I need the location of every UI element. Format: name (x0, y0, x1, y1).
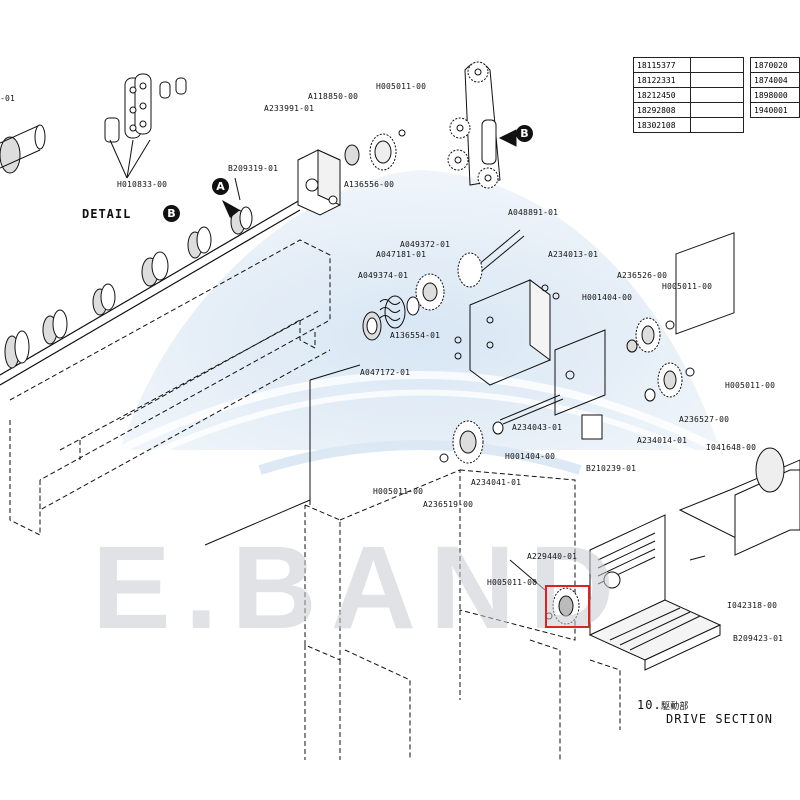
section-japanese: 駆動部 (661, 702, 689, 712)
detail-label: DETAIL (82, 207, 132, 221)
callout-b: B (516, 125, 533, 142)
parts-table-row: 18122331 (633, 72, 744, 88)
part-code-cell: 18115377 (633, 57, 691, 73)
part-label: A136554-01 (390, 331, 441, 340)
parts-table-row: 1870020 (750, 57, 800, 73)
parts-table-row: 1874004 (750, 72, 800, 88)
parts-table-row: 18302108 (633, 117, 744, 133)
blank-cell (690, 87, 744, 103)
part-label: B209319-01 (228, 164, 279, 173)
part-code-cell: 18122331 (633, 72, 691, 88)
part-label: B210239-01 (586, 464, 637, 473)
drive-motor (675, 232, 800, 561)
blank-cell (690, 72, 744, 88)
part-label: H005011-00 (725, 381, 776, 390)
part-label: I041648-00 (706, 443, 757, 452)
part-label: H005011-00 (376, 82, 427, 91)
parts-table-row: 18212450 (633, 87, 744, 103)
part-label: -01 (0, 94, 16, 103)
right-bracket (499, 329, 606, 440)
middle-gear (439, 420, 504, 464)
part-code-cell: 18292808 (633, 102, 691, 118)
part-label: A049372-01 (400, 240, 451, 249)
part-label: H005011-00 (487, 578, 538, 587)
part-label: A047181-01 (376, 250, 427, 259)
parts-table-row: 1898000 (750, 87, 800, 103)
right-gears (626, 317, 695, 402)
part-label: H005011-00 (662, 282, 713, 291)
part-code-cell: 18302108 (633, 117, 691, 133)
blank-cell (690, 117, 744, 133)
part-label: A229440-01 (527, 552, 578, 561)
motor-cover (588, 514, 722, 671)
part-label: A234013-01 (548, 250, 599, 259)
cam-shaft (0, 124, 301, 386)
part-code-cell: 1898000 (750, 87, 800, 103)
gear-top (369, 129, 406, 171)
highlighted-gear (545, 587, 580, 625)
part-label: A236526-00 (617, 271, 668, 280)
part-label: A136556-00 (344, 180, 395, 189)
motor-bracket-top (297, 144, 360, 216)
part-code-cell: 18212450 (633, 87, 691, 103)
part-code-cell: 1874004 (750, 72, 800, 88)
blank-cell (690, 102, 744, 118)
parts-table-row: 18292808 (633, 102, 744, 118)
idler-shaft (362, 229, 525, 341)
part-label: A049374-01 (358, 271, 409, 280)
side-plate-middle (454, 279, 560, 386)
part-label: A048891-01 (508, 208, 559, 217)
watermark-fan (118, 170, 722, 475)
part-label: H001404-00 (582, 293, 633, 302)
section-title: DRIVE SECTION (666, 712, 773, 726)
parts-table-row: 1940001 (750, 102, 800, 118)
part-label: A236519-00 (423, 500, 474, 509)
sprocket-chain (447, 61, 517, 189)
leader-lines (204, 177, 546, 591)
part-label: A118850-00 (308, 92, 359, 101)
part-label: A236527-00 (679, 415, 730, 424)
part-label: H001404-00 (505, 452, 556, 461)
watermark-text: E.BAND (92, 522, 629, 654)
chain-detail (104, 73, 187, 179)
section-number: 10. (637, 698, 662, 712)
part-label: A047172-01 (360, 368, 411, 377)
part-label: I042318-00 (727, 601, 778, 610)
machine-frame (9, 239, 621, 760)
detail-callout: B (163, 205, 180, 222)
blank-cell (690, 57, 744, 73)
arrow-a (222, 200, 240, 218)
part-label: A234014-01 (637, 436, 688, 445)
part-label: H005011-00 (373, 487, 424, 496)
part-label: A233991-01 (264, 104, 315, 113)
part-code-cell: 1870020 (750, 57, 800, 73)
callout-a: A (212, 178, 229, 195)
part-code-cell: 1940001 (750, 102, 800, 118)
parts-table-row: 18115377 (633, 57, 744, 73)
part-label: B209423-01 (733, 634, 784, 643)
part-label: H010833-00 (117, 180, 168, 189)
part-label: A234043-01 (512, 423, 563, 432)
highlight-box (545, 585, 590, 628)
part-label: A234041-01 (471, 478, 522, 487)
